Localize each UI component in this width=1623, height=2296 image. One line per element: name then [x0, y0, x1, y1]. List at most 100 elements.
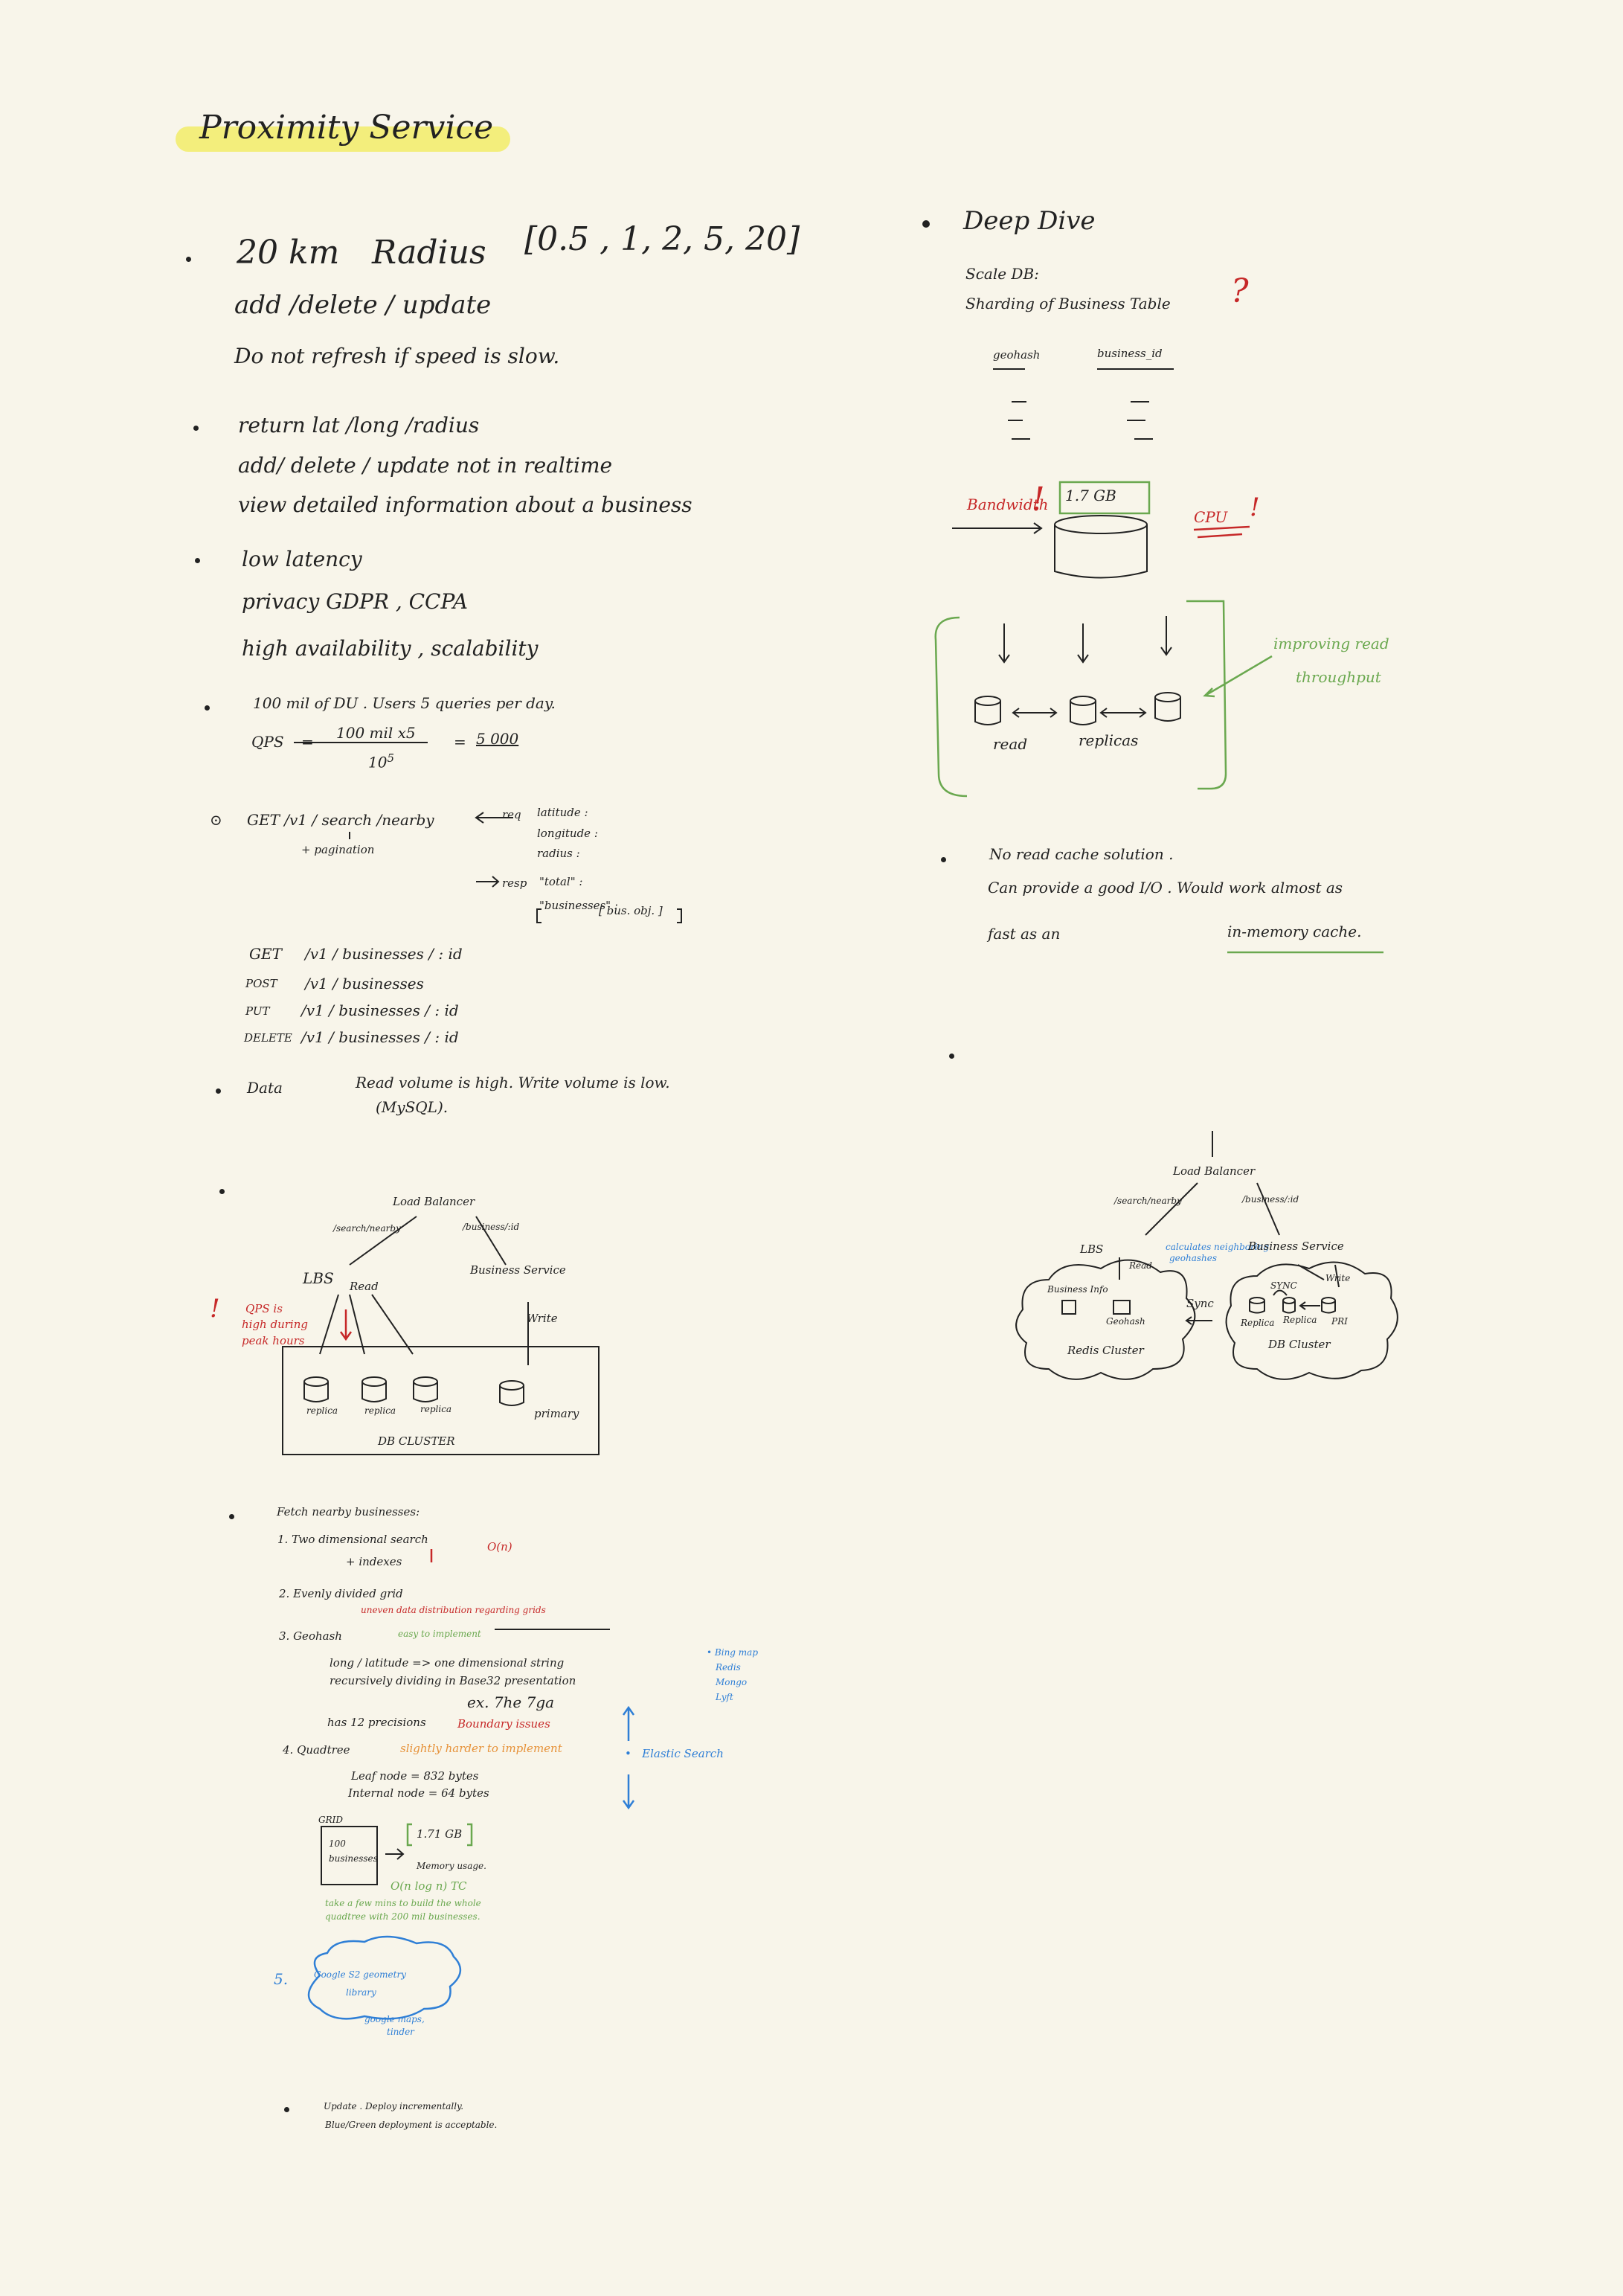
diag1-replica: replica [420, 1404, 452, 1414]
fetch-item2: 2. Evenly divided grid [279, 1587, 403, 1600]
diag1-db-cluster: DB CLUSTER [378, 1434, 455, 1448]
diag1-qps-note: peak hours [242, 1334, 305, 1347]
diag2-replica: Replica [1241, 1318, 1275, 1328]
diag2-lbs-note: geohashes [1169, 1253, 1218, 1263]
bullet-dot [284, 2107, 289, 2112]
geohash-users: • Bing map [707, 1647, 759, 1658]
diag1-replica: replica [306, 1405, 338, 1416]
endpoint-method: POST [245, 977, 277, 990]
update-line2: Blue/Green deployment is acceptable. [325, 2120, 498, 2130]
diag2-write: Write [1325, 1273, 1351, 1283]
diag2-route-business: /business/:id [1242, 1194, 1299, 1205]
bandwidth-label: Bandwidth [967, 496, 1049, 513]
bullet-dot [949, 1054, 954, 1059]
bullet-dot [941, 857, 946, 862]
data-label: Data [247, 1079, 283, 1097]
diag1-replica: replica [364, 1405, 396, 1416]
diag2-lbs: LBS [1080, 1242, 1104, 1256]
api-bullet: ⊙ [210, 811, 222, 829]
api-req-latitude: latitude : [537, 806, 588, 819]
fetch-item5-library: library [346, 1987, 376, 1998]
fetch-item5-users: tinder [387, 2027, 414, 2037]
diag2-business-info: Business Info [1047, 1284, 1108, 1295]
req2-line3: view detailed information about a busine… [238, 493, 692, 517]
diag1-business-service: Business Service [470, 1263, 566, 1277]
bullet-dot [229, 1514, 234, 1519]
deep-dive-title: Deep Dive [963, 206, 1096, 236]
bullet-dot [193, 426, 199, 431]
fetch-item1-indexes: + indexes [346, 1555, 402, 1568]
fetch-item3-precision: has 12 precisions [327, 1716, 426, 1729]
req1-line3: Do not refresh if speed is slow. [234, 344, 560, 368]
bullet-dot [922, 220, 930, 228]
build-note: take a few mins to build the whole [325, 1898, 481, 1908]
fetch-item2-issue: uneven data distribution regarding grids [361, 1605, 546, 1615]
qps-denominator: 105 [368, 751, 394, 772]
column-geohash: geohash [993, 348, 1041, 362]
fetch-item5-users: google maps, [364, 2014, 425, 2024]
improve-note: throughput [1296, 668, 1381, 686]
diag1-read: Read [350, 1280, 379, 1293]
bullet-dot [205, 705, 210, 711]
endpoint-method: GET [249, 945, 282, 963]
diag2-sync-inner: SYNC [1270, 1280, 1297, 1291]
scale-db: Scale DB: [965, 265, 1039, 283]
diag2-load-balancer: Load Balancer [1173, 1164, 1256, 1178]
req3-line3: high availability , scalability [242, 636, 539, 661]
req1-line1: 20 km [237, 234, 340, 272]
diag1-load-balancer: Load Balancer [393, 1195, 475, 1208]
fetch-title: Fetch nearby businesses: [277, 1505, 420, 1519]
diag1-write: Write [527, 1312, 558, 1325]
api-resp-total: "total" : [539, 875, 583, 888]
diag2-business-service: Business Service [1248, 1240, 1344, 1253]
fetch-item4-note: slightly harder to implement [400, 1742, 562, 1755]
endpoint-path: /v1 / businesses / : id [301, 1028, 459, 1046]
req1-radius: Radius [372, 234, 486, 272]
geohash-users: Mongo [716, 1677, 748, 1687]
bullet-dot [186, 257, 191, 262]
memory-note: Memory usage. [417, 1861, 486, 1871]
improve-note: improving read [1273, 635, 1389, 652]
qps-eq2: = [454, 733, 466, 751]
diag1-qps-note: high during [242, 1318, 308, 1331]
endpoint-method: PUT [245, 1004, 270, 1018]
fetch-item4: 4. Quadtree [283, 1743, 350, 1757]
diag1-primary: primary [534, 1407, 579, 1420]
fetch-item5-number: 5. [274, 1970, 289, 1988]
radius-options: [0.5 , 1, 2, 5, 20] [524, 220, 800, 258]
qps-numerator: 100 mil x5 [336, 724, 416, 742]
diag2-route-search: /search/nearby [1114, 1196, 1182, 1206]
elastic-search: • Elastic Search [625, 1747, 724, 1760]
fetch-item3: 3. Geohash [279, 1629, 342, 1643]
diag1-lbs: LBS [303, 1269, 334, 1287]
data-line1: Read volume is high. Write volume is low… [356, 1074, 670, 1091]
cache-in-memory: in-memory cache. [1227, 923, 1362, 940]
fetch-item3-b: long / latitude => one dimensional strin… [330, 1656, 565, 1670]
api-pagination: + pagination [301, 843, 375, 856]
grid-label: GRID [318, 1815, 343, 1825]
grid-count: 100 [329, 1838, 346, 1849]
diag2-redis-cluster: Redis Cluster [1067, 1344, 1144, 1357]
title-highlight [176, 126, 510, 152]
api-req-longitude: longitude : [537, 827, 598, 840]
fetch-item3-c: recursively dividing in Base32 presentat… [330, 1674, 576, 1687]
qps-line1: 100 mil of DU . Users 5 queries per day. [253, 694, 556, 712]
fetch-item4-internal: Internal node = 64 bytes [348, 1786, 489, 1800]
diag2-read: Read [1129, 1260, 1152, 1271]
page-title: Proximity Service [199, 109, 494, 147]
cache-line2: Can provide a good I/O . Would work almo… [988, 879, 1343, 897]
geohash-users: Lyft [716, 1692, 733, 1702]
diag2-sync: Sync [1186, 1297, 1214, 1310]
diag1-route-business: /business/:id [463, 1222, 520, 1232]
api-req-label: req [502, 808, 521, 821]
cpu-label: CPU [1194, 508, 1228, 526]
bullet-dot [216, 1088, 221, 1094]
api-req-radius: radius : [537, 847, 580, 860]
fetch-item1-complexity: O(n) [487, 1540, 512, 1553]
fetch-item3-example: ex. 7he 7ga [467, 1693, 555, 1711]
bullet-dot [195, 558, 200, 563]
build-complexity: O(n log n) TC [391, 1879, 467, 1893]
fetch-item3-note: easy to implement [398, 1629, 481, 1639]
cpu-alert-icon: ! [1250, 493, 1260, 522]
endpoint-method: DELETE [244, 1031, 292, 1045]
